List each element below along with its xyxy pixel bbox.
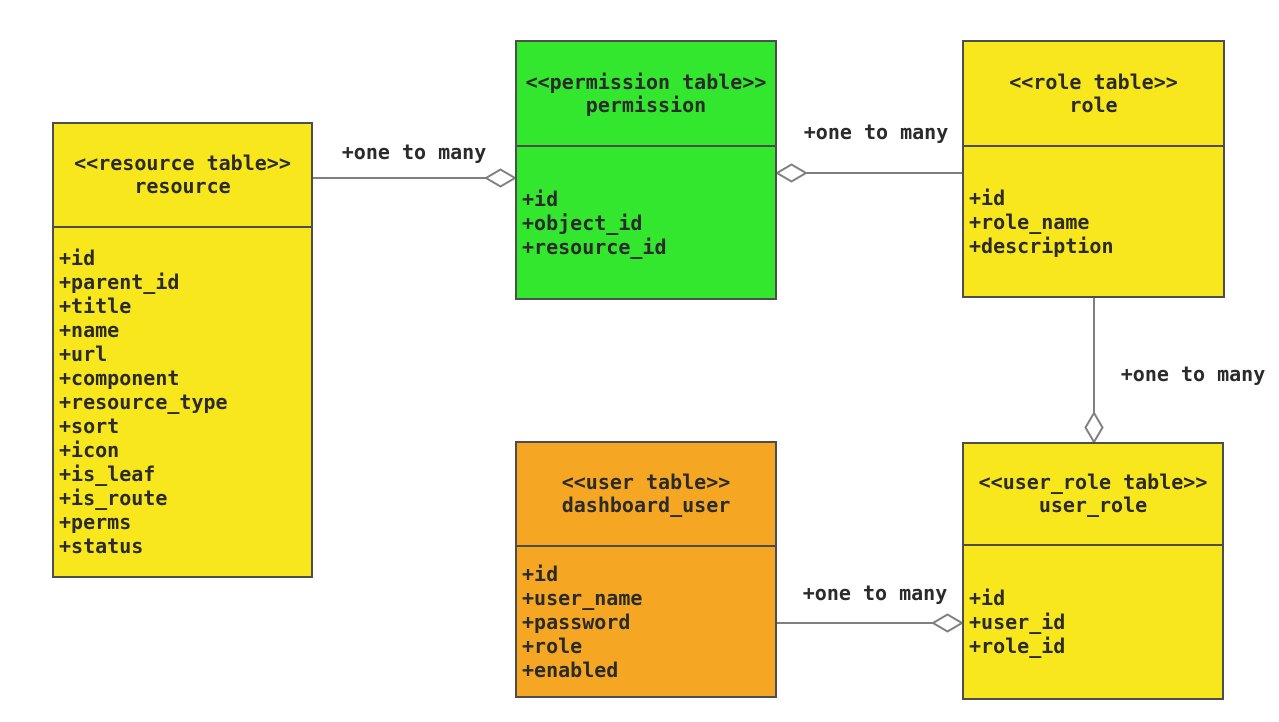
table-user_role: <<user_role table>>user_role+id+user_id+… (962, 442, 1224, 700)
table-field: +id (969, 586, 1006, 610)
table-field: +url (59, 342, 108, 366)
table-name: resource (134, 174, 231, 198)
aggregation-diamond-icon (931, 613, 964, 633)
table-role: <<role table>>role+id+role_name+descript… (962, 40, 1225, 298)
table-fields: +id+user_id+role_id (964, 546, 1222, 698)
connector-label: +one to many (1121, 362, 1266, 386)
table-field: +id (969, 185, 1006, 210)
table-field: +user_id (969, 610, 1066, 634)
aggregation-diamond-icon (1084, 411, 1104, 444)
table-field: +is_leaf (59, 462, 156, 486)
table-field: +resource_type (59, 390, 228, 414)
table-fields: +id+parent_id+title+name+url+component+r… (54, 228, 311, 576)
table-field: +title (59, 294, 132, 318)
connector-role-user_role: +one to many (1084, 298, 1266, 444)
connector-label: +one to many (804, 120, 949, 144)
table-field: +description (969, 233, 1114, 258)
table-field: +role (522, 633, 583, 658)
connector-dashboard_user-user_role: +one to many (777, 581, 964, 633)
table-dashboard_user: <<user table>>dashboard_user+id+user_nam… (515, 441, 777, 698)
table-field: +name (59, 318, 120, 342)
table-field: +component (59, 366, 180, 390)
table-header: <<user table>>dashboard_user (517, 443, 775, 547)
table-fields: +id+user_name+password+role+enabled (517, 547, 775, 696)
table-field: +id (522, 186, 559, 211)
table-permission: <<permission table>>permission+id+object… (515, 40, 777, 300)
table-resource: <<resource table>>resource+id+parent_id+… (52, 122, 313, 578)
table-field: +id (522, 561, 559, 586)
table-stereotype: <<resource table>> (74, 151, 291, 175)
connector-role-permission: +one to many (775, 120, 962, 183)
connector-label: +one to many (342, 140, 487, 164)
table-field: +role_id (969, 634, 1066, 658)
table-stereotype: <<permission table>> (525, 69, 767, 94)
table-field: +sort (59, 414, 120, 438)
table-field: +status (59, 534, 144, 558)
table-stereotype: <<user table>> (561, 470, 731, 494)
table-field: +role_name (969, 209, 1090, 234)
table-field: +object_id (522, 210, 643, 235)
table-header: <<resource table>>resource (54, 124, 311, 228)
table-stereotype: <<role table>> (1009, 69, 1178, 94)
table-field: +parent_id (59, 270, 180, 294)
table-field: +icon (59, 438, 120, 462)
table-field: +resource_id (522, 234, 667, 259)
table-header: <<user_role table>>user_role (964, 444, 1222, 546)
table-field: +is_route (59, 486, 168, 510)
table-field: +password (522, 609, 631, 634)
table-fields: +id+role_name+description (964, 147, 1223, 296)
aggregation-diamond-icon (484, 168, 517, 188)
table-field: +perms (59, 510, 132, 534)
aggregation-diamond-icon (775, 163, 808, 183)
table-name: role (1069, 92, 1118, 117)
table-fields: +id+object_id+resource_id (517, 147, 775, 298)
table-name: dashboard_user (561, 493, 731, 517)
table-field: +id (59, 246, 96, 270)
table-name: permission (585, 92, 707, 117)
table-stereotype: <<user_role table>> (978, 470, 1208, 494)
table-header: <<role table>>role (964, 42, 1223, 147)
table-name: user_role (1038, 493, 1148, 517)
connector-resource-permission: +one to many (313, 140, 517, 188)
table-field: +enabled (522, 657, 619, 682)
table-header: <<permission table>>permission (517, 42, 775, 147)
connector-label: +one to many (803, 581, 948, 605)
table-field: +user_name (522, 585, 643, 610)
